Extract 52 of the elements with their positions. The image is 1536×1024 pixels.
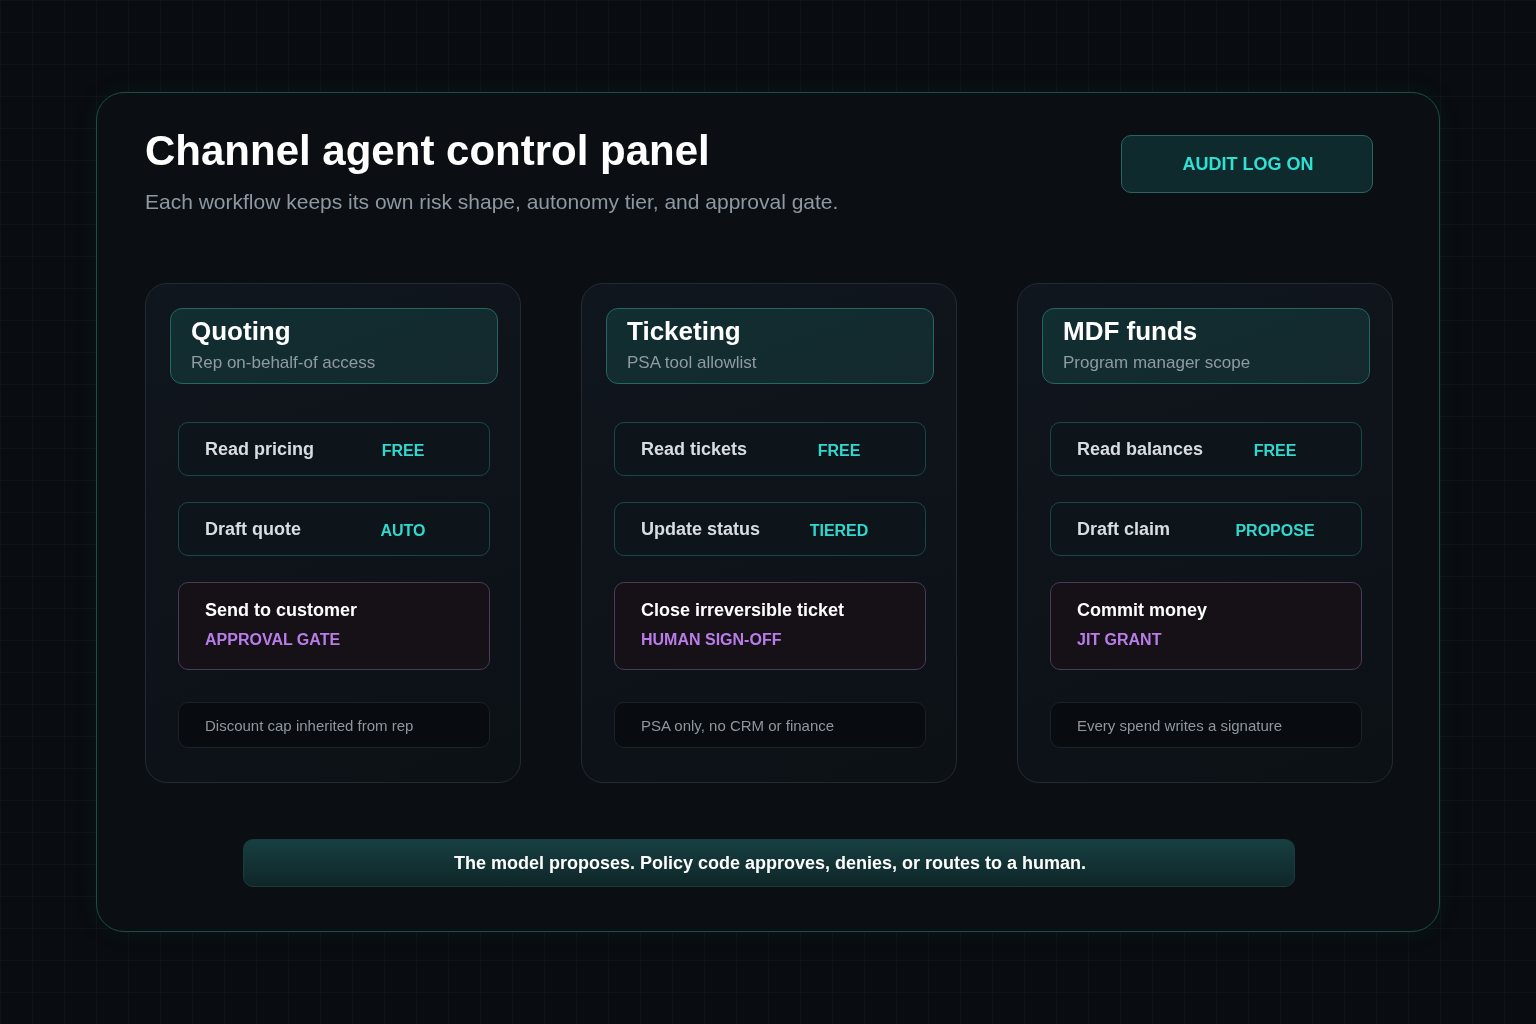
workflow-card [145, 283, 521, 783]
action-label: Update status [641, 519, 761, 541]
workflow-header [170, 308, 498, 384]
permission-row [1050, 422, 1362, 476]
workflow-scope: PSA tool allowlist [627, 352, 757, 374]
autonomy-tag: FREE [381, 441, 425, 461]
audit-status-text: AUDIT LOG ON [1182, 154, 1314, 176]
approval-row [614, 582, 926, 670]
note-text: Every spend writes a signature [1077, 717, 1283, 735]
autonomy-tag: FREE [1253, 441, 1297, 461]
approval-tag: JIT GRANT [1077, 630, 1162, 650]
workflow-header [1042, 308, 1370, 384]
action-label: Draft quote [205, 519, 301, 541]
workflow-title: Ticketing [627, 316, 741, 348]
policy-statement: The model proposes. Policy code approves, denies, or routes to a human. [453, 853, 1087, 875]
action-label: Commit money [1077, 600, 1208, 622]
policy-note [178, 702, 490, 748]
action-label: Send to customer [205, 600, 358, 622]
workflow-card [1017, 283, 1393, 783]
panel-subtitle: Each workflow keeps its own risk shape, autonomy tier, and approval gate. [145, 189, 839, 215]
action-label: Read pricing [205, 439, 315, 461]
permission-row [614, 502, 926, 556]
permission-row [1050, 502, 1362, 556]
workflow-scope: Program manager scope [1063, 352, 1251, 374]
action-label: Draft claim [1077, 519, 1171, 541]
status-badge [1121, 135, 1373, 193]
permission-row [614, 422, 926, 476]
autonomy-tag: AUTO [380, 521, 426, 541]
action-label: Read tickets [641, 439, 748, 461]
action-label: Close irreversible ticket [641, 600, 845, 622]
workflow-title: MDF funds [1063, 316, 1198, 348]
approval-row [178, 582, 490, 670]
workflow-scope: Rep on-behalf-of access [191, 352, 376, 374]
workflow-header [606, 308, 934, 384]
approval-tag: APPROVAL GATE [205, 630, 341, 650]
permission-row [178, 422, 490, 476]
workflow-title: Quoting [191, 316, 291, 348]
note-text: Discount cap inherited from rep [205, 717, 414, 735]
autonomy-tag: FREE [817, 441, 861, 461]
approval-tag: HUMAN SIGN-OFF [641, 630, 782, 650]
autonomy-tag: PROPOSE [1235, 521, 1315, 541]
permission-row [178, 502, 490, 556]
autonomy-tag: TIERED [809, 521, 869, 541]
workflow-card [581, 283, 957, 783]
policy-banner [243, 839, 1295, 887]
approval-row [1050, 582, 1362, 670]
policy-note [614, 702, 926, 748]
note-text: PSA only, no CRM or finance [641, 717, 835, 735]
policy-note [1050, 702, 1362, 748]
action-label: Read balances [1077, 439, 1204, 461]
panel-title: Channel agent control panel [145, 125, 710, 176]
control-panel [96, 92, 1440, 932]
